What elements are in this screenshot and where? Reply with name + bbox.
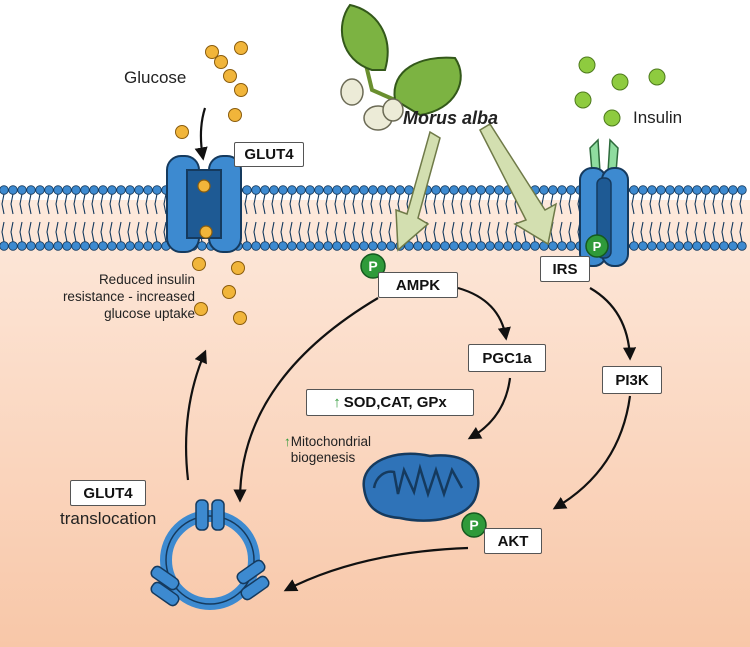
glut4-transporter [166,155,242,253]
phospho-ampk: P [368,258,377,274]
glucose-particles [175,41,248,325]
akt-box: AKT [484,528,542,554]
glut4-vesicle-box: GLUT4 [70,480,146,506]
ampk-to-vesicle-arrow [233,297,379,503]
akt-to-vesicle-arrow [283,546,469,592]
antioxidant-box: ↑SOD,CAT, GPx [306,389,474,416]
glut4-membrane-box: GLUT4 [234,142,304,167]
phospho-irs: P [593,239,602,254]
vesicle-to-membrane-arrow [184,349,207,481]
pi3k-box: PI3K [602,366,662,394]
irs-box: IRS [540,256,590,282]
outcome-label: Reduced insulin resistance - increased g… [62,272,195,321]
glucose-label: Glucose [124,68,187,87]
phospho-badges [360,234,609,538]
insulin-particles [574,56,666,127]
pi3k-to-akt-arrow [552,395,632,510]
antioxidant-text: SOD,CAT, GPx [343,394,447,411]
mitochondrion-icon [362,452,480,522]
up-arrow-icon: ↑ [284,434,291,449]
translocation-label: translocation [60,509,157,528]
mito-biogenesis-label: ↑Mitochondrial biogenesis [284,434,387,466]
irs-to-pi3k-arrow [589,287,637,361]
pgc1a-to-mito-arrow [467,377,512,440]
up-arrow-icon: ↑ [333,394,341,411]
morus-to-irs-arrow [479,122,558,246]
ampk-to-pgc1a-arrow [457,286,511,341]
morus-to-ampk-arrow [395,130,441,252]
glut4-vesicle [150,499,270,610]
phospho-akt: P [469,517,478,533]
insulin-label: Insulin [633,108,683,127]
ampk-box: AMPK [378,272,458,298]
glucose-entry-arrow [194,107,208,161]
pgc1a-box: PGC1a [468,344,546,372]
mito-biogenesis-text: Mitochondrial biogenesis [290,434,372,465]
mulberry-leaf-icon [340,3,462,131]
signal-arrows [184,107,637,592]
plant-label: Morus alba [403,108,499,128]
